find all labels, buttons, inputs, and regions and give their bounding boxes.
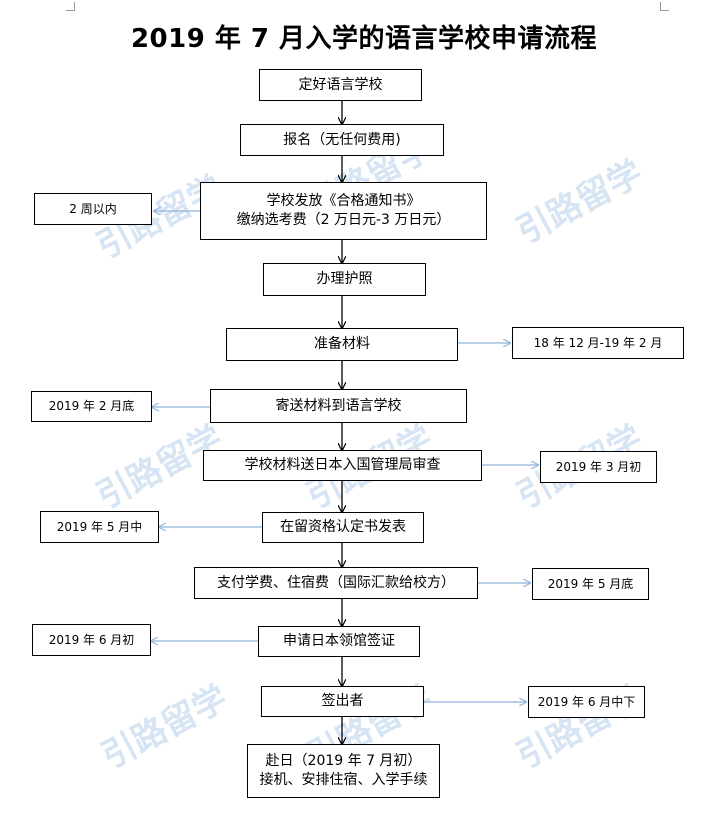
note-label: 2019 年 6 月中下 xyxy=(537,694,636,709)
step-label: 寄送材料到语言学校 xyxy=(275,397,402,414)
step-choose-school: 定好语言学校 xyxy=(259,69,422,101)
note-label: 2019 年 3 月初 xyxy=(555,459,642,474)
note-label: 18 年 12 月-19 年 2 月 xyxy=(533,335,663,350)
step-label-line1: 学校发放《合格通知书》 xyxy=(266,193,421,209)
step-coe-issued: 在留资格认定书发表 xyxy=(262,512,424,543)
step-label: 在留资格认定书发表 xyxy=(280,519,406,535)
note-mar-begin: 2019 年 3 月初 xyxy=(540,451,657,483)
note-label: 2 周以内 xyxy=(69,201,117,216)
step-label: 签出者 xyxy=(321,693,364,709)
step-label: 学校材料送日本入国管理局审查 xyxy=(244,457,441,473)
step-label: 支付学费、住宿费（国际汇款给校方） xyxy=(217,574,455,591)
step-label: 报名（无任何费用) xyxy=(283,131,401,148)
step-label: 准备材料 xyxy=(314,336,370,352)
step-pay-tuition: 支付学费、住宿费（国际汇款给校方） xyxy=(194,567,478,599)
step-send-materials: 寄送材料到语言学校 xyxy=(210,389,467,423)
step-label-line1: 赴日（2019 年 7 月初） xyxy=(265,753,422,769)
note-feb-end: 2019 年 2 月底 xyxy=(31,391,152,422)
note-jun-begin: 2019 年 6 月初 xyxy=(32,624,151,656)
step-visa-issued: 签出者 xyxy=(261,686,424,717)
diagram-title: 2019 年 7 月入学的语言学校申请流程 xyxy=(130,24,598,54)
note-label: 2019 年 6 月初 xyxy=(48,632,135,647)
step-prepare-materials: 准备材料 xyxy=(226,328,458,361)
note-label: 2019 年 5 月中 xyxy=(56,519,143,534)
step-passport: 办理护照 xyxy=(263,263,426,296)
note-may-end: 2019 年 5 月底 xyxy=(532,568,649,600)
step-acceptance-notice: 学校发放《合格通知书》 缴纳选考费（2 万日元-3 万日元） xyxy=(200,182,487,240)
note-label: 2019 年 5 月底 xyxy=(547,576,634,591)
step-depart-japan: 赴日（2019 年 7 月初） 接机、安排住宿、入学手续 xyxy=(247,744,440,798)
note-materials-period: 18 年 12 月-19 年 2 月 xyxy=(512,327,684,359)
step-label-line2: 缴纳选考费（2 万日元-3 万日元） xyxy=(236,212,451,228)
note-may-mid: 2019 年 5 月中 xyxy=(40,511,159,543)
step-immigration-review: 学校材料送日本入国管理局审查 xyxy=(203,450,482,481)
note-jun-mid-late: 2019 年 6 月中下 xyxy=(528,686,645,718)
page-corner-mark-right xyxy=(660,2,669,11)
step-label: 办理护照 xyxy=(316,271,373,287)
note-label: 2019 年 2 月底 xyxy=(48,399,135,413)
note-two-weeks: 2 周以内 xyxy=(34,193,152,225)
page-corner-mark-left xyxy=(66,2,75,11)
step-label-line2: 接机、安排住宿、入学手续 xyxy=(259,772,428,788)
step-label: 申请日本领馆签证 xyxy=(283,633,395,649)
step-register: 报名（无任何费用) xyxy=(240,124,444,156)
step-visa-application: 申请日本领馆签证 xyxy=(258,626,420,657)
step-label: 定好语言学校 xyxy=(298,76,383,93)
